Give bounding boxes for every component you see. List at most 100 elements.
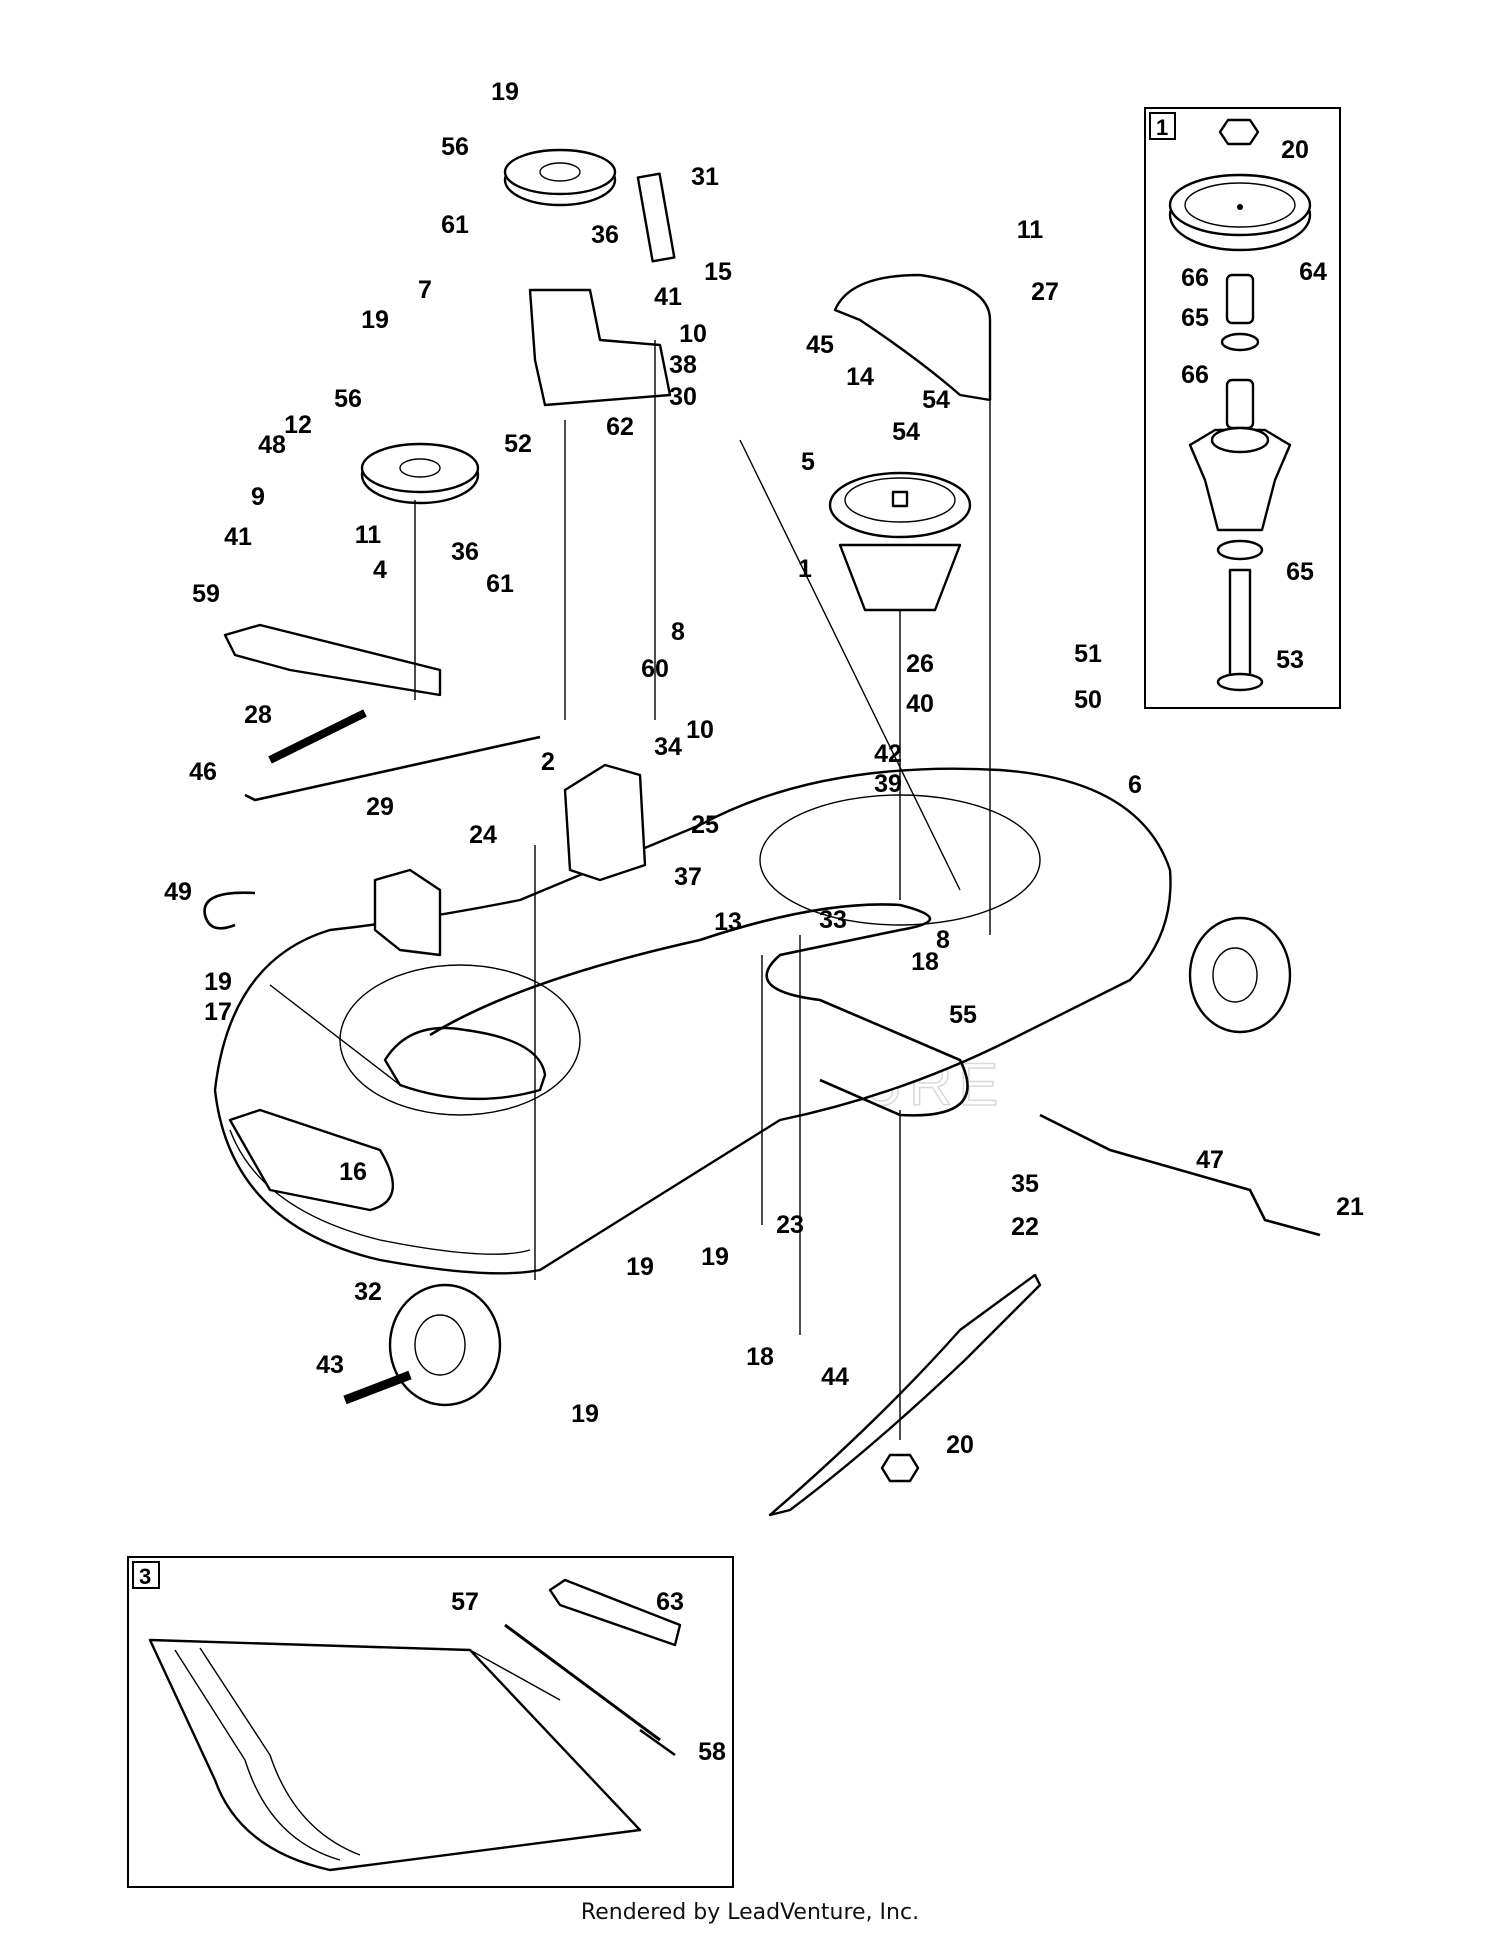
callout-59: 59	[192, 580, 220, 608]
inset1-callout-20: 20	[1281, 136, 1309, 164]
callout-18: 18	[911, 948, 939, 976]
callout-51: 51	[1074, 640, 1102, 668]
mower-deck-part	[213, 767, 1172, 1275]
callout-19: 19	[626, 1253, 654, 1281]
callout-50: 50	[1074, 686, 1102, 714]
callout-49: 49	[164, 878, 192, 906]
idler-bracket-part	[528, 288, 672, 407]
mower-blade-part	[768, 1273, 1042, 1517]
callout-14: 14	[846, 363, 874, 391]
callout-5: 5	[801, 448, 815, 476]
callout-48: 48	[258, 431, 286, 459]
spindle-shaft-part	[1228, 568, 1252, 682]
inset1-callout-66: 66	[1181, 264, 1209, 292]
callout-30: 30	[669, 383, 697, 411]
callout-21: 21	[1336, 1193, 1364, 1221]
callout-19: 19	[491, 78, 519, 106]
callout-19: 19	[361, 306, 389, 334]
callout-19: 19	[571, 1400, 599, 1428]
callout-40: 40	[906, 690, 934, 718]
render-credit: Rendered by LeadVenture, Inc.	[580, 1900, 920, 1925]
gauge-wheel-right-part	[1188, 916, 1292, 1034]
callout-28: 28	[244, 701, 272, 729]
inset-3-deflector-assembly: 3	[127, 1556, 734, 1888]
callout-52: 52	[504, 430, 532, 458]
callout-8: 8	[936, 926, 950, 954]
spacer-part	[1225, 273, 1255, 325]
deck-hanger-part	[373, 868, 442, 957]
callout-56: 56	[441, 133, 469, 161]
wheel-bolt-part	[343, 1370, 412, 1405]
callout-62: 62	[606, 413, 634, 441]
callout-6: 6	[1128, 771, 1142, 799]
callout-38: 38	[669, 351, 697, 379]
callout-36: 36	[451, 538, 479, 566]
inset-1-spindle-assembly: 1	[1144, 107, 1341, 709]
callout-10: 10	[686, 716, 714, 744]
callout-60: 60	[641, 655, 669, 683]
idler-arm-part	[223, 623, 442, 697]
callout-41: 41	[654, 283, 682, 311]
callout-34: 34	[654, 733, 682, 761]
callout-46: 46	[189, 758, 217, 786]
guide-lines	[269, 320, 991, 1440]
callout-37: 37	[674, 863, 702, 891]
callout-56: 56	[334, 385, 362, 413]
callout-22: 22	[1011, 1213, 1039, 1241]
callout-32: 32	[354, 1278, 382, 1306]
inset1-callout-65: 65	[1181, 304, 1209, 332]
callout-25: 25	[691, 811, 719, 839]
idler-pulley-lower-part	[360, 442, 480, 505]
inset-3-tag: 3	[139, 1564, 151, 1589]
anti-scalp-rod-part	[1039, 1113, 1321, 1237]
callout-11: 11	[1017, 216, 1044, 244]
inset3-callout-58: 58	[698, 1738, 726, 1766]
callout-16: 16	[339, 1158, 367, 1186]
inset-1-tag: 1	[1156, 115, 1168, 140]
callout-9: 9	[251, 483, 265, 511]
deflector-spring-part	[639, 1729, 676, 1756]
center-spindle-part	[828, 471, 972, 612]
hex-nut-part	[1218, 118, 1260, 146]
callout-54: 54	[922, 386, 950, 414]
callout-26: 26	[906, 650, 934, 678]
callout-19: 19	[204, 968, 232, 996]
blade-nut-part	[880, 1453, 920, 1483]
callout-10: 10	[679, 320, 707, 348]
callout-36: 36	[591, 221, 619, 249]
callout-31: 31	[691, 163, 719, 191]
callout-18: 18	[746, 1343, 774, 1371]
discharge-deflector-part	[148, 1638, 642, 1872]
bearing-washer-part	[1220, 332, 1260, 352]
inset1-callout-66: 66	[1181, 361, 1209, 389]
callout-55: 55	[949, 1001, 977, 1029]
callout-7: 7	[418, 276, 432, 304]
deflector-rod-part	[504, 1623, 661, 1742]
callout-19: 19	[701, 1243, 729, 1271]
inset3-callout-57: 57	[451, 1588, 479, 1616]
callout-45: 45	[806, 331, 834, 359]
blade-cover-part	[383, 1026, 547, 1101]
idler-bracket-assembly-part	[563, 763, 647, 882]
gauge-wheel-left-part	[388, 1283, 502, 1407]
j-hook-part	[203, 891, 256, 930]
callout-12: 12	[284, 411, 312, 439]
callout-44: 44	[821, 1363, 849, 1391]
callout-39: 39	[874, 770, 902, 798]
callout-42: 42	[874, 740, 902, 768]
callout-61: 61	[486, 570, 514, 598]
callout-29: 29	[366, 793, 394, 821]
inset1-callout-64: 64	[1299, 258, 1327, 286]
callout-13: 13	[714, 908, 742, 936]
callout-43: 43	[316, 1351, 344, 1379]
idler-spring-part	[636, 172, 676, 263]
callout-1: 1	[798, 555, 812, 583]
inset1-callout-65: 65	[1286, 558, 1314, 586]
belt-cover-part	[833, 273, 992, 402]
callout-20: 20	[946, 1431, 974, 1459]
idler-pulley-upper-part	[503, 148, 617, 207]
lift-rod-part	[244, 735, 541, 802]
